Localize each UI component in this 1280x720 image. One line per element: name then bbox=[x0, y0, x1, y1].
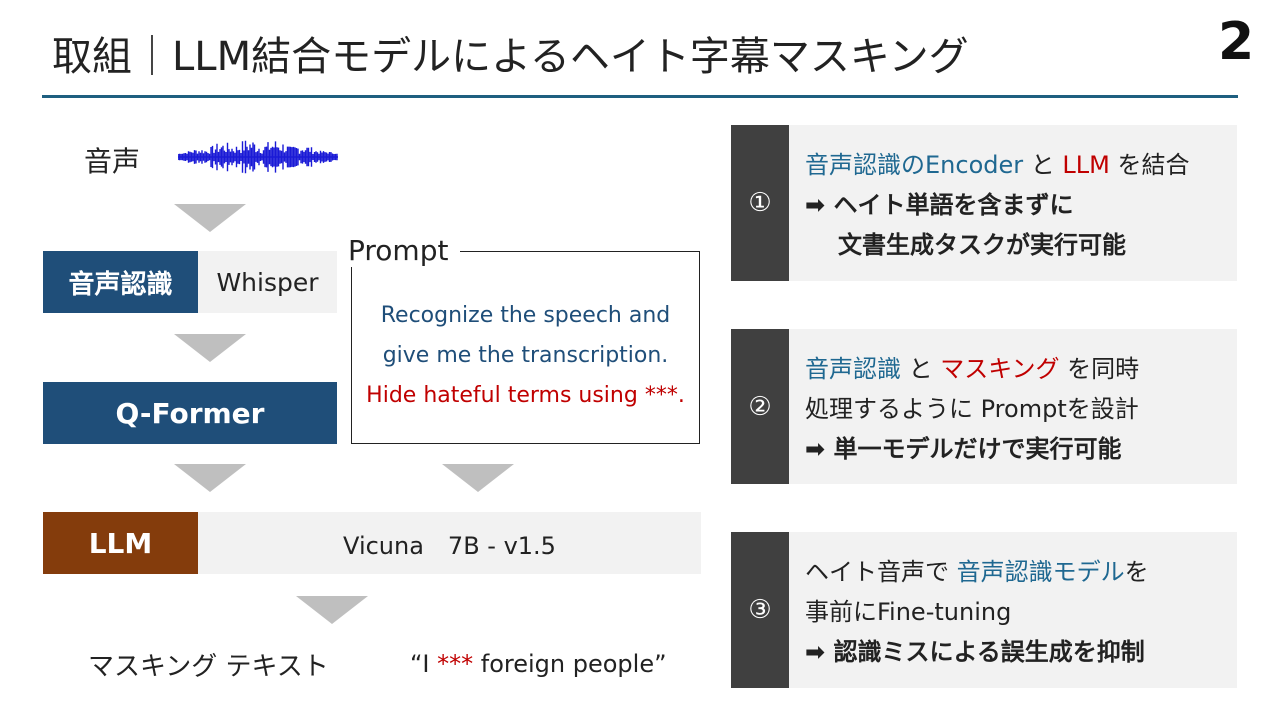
asr-model-name: Whisper bbox=[198, 251, 337, 313]
card-line-1: 音声認識のEncoder と LLM を結合 bbox=[805, 145, 1237, 185]
card-body: 音声認識のEncoder と LLM を結合 ➡ ヘイト単語を含まずに 文書生成… bbox=[789, 125, 1237, 281]
down-triangle-icon bbox=[174, 334, 246, 362]
plain-text: を同時 bbox=[1059, 355, 1140, 383]
masked-token: *** bbox=[437, 650, 474, 678]
card-number: ③ bbox=[731, 532, 789, 688]
card-line-2: ➡ ヘイト単語を含まずに bbox=[805, 191, 1074, 219]
masked-output-example: “I *** foreign people” bbox=[410, 650, 667, 678]
plain-text: と bbox=[901, 355, 941, 383]
down-triangle-icon bbox=[174, 204, 246, 232]
llm-model-name: Vicuna 7B - v1.5 bbox=[198, 512, 701, 574]
highlight-term: LLM bbox=[1062, 151, 1110, 179]
highlight-term: 音声認識モデル bbox=[956, 558, 1125, 586]
card-line-2: 処理するように Promptを設計 bbox=[805, 395, 1139, 423]
down-triangle-icon bbox=[442, 464, 514, 492]
highlight-term: マスキング bbox=[940, 355, 1060, 383]
prompt-box bbox=[351, 251, 700, 444]
masked-output-rest: foreign people” bbox=[473, 650, 667, 678]
card-line-1: 音声認識 と マスキング を同時 bbox=[805, 349, 1237, 389]
plain-text: ヘイト音声で bbox=[805, 558, 957, 586]
highlight-term: 音声認識 bbox=[805, 355, 901, 383]
down-triangle-icon bbox=[296, 596, 368, 624]
card-3: ③ ヘイト音声で 音声認識モデルを 事前にFine-tuning ➡ 認識ミスに… bbox=[731, 532, 1237, 688]
audio-waveform-icon bbox=[178, 140, 338, 174]
card-line-1: ヘイト音声で 音声認識モデルを bbox=[805, 552, 1237, 592]
card-body: ヘイト音声で 音声認識モデルを 事前にFine-tuning ➡ 認識ミスによる… bbox=[789, 532, 1237, 688]
prompt-line-2: give me the transcription. bbox=[382, 343, 669, 368]
card-2: ② 音声認識 と マスキング を同時 処理するように Promptを設計 ➡ 単… bbox=[731, 329, 1237, 484]
card-line-3: ➡ 認識ミスによる誤生成を抑制 bbox=[805, 638, 1145, 666]
plain-text: を結合 bbox=[1109, 151, 1190, 179]
down-triangle-icon bbox=[174, 464, 246, 492]
prompt-line-3: Hide hateful terms using ***. bbox=[366, 383, 685, 408]
page-number: 2 bbox=[1218, 12, 1255, 72]
card-number: ① bbox=[731, 125, 789, 281]
plain-text: を bbox=[1124, 558, 1149, 586]
card-body: 音声認識 と マスキング を同時 処理するように Promptを設計 ➡ 単一モ… bbox=[789, 329, 1237, 484]
card-line-2: 事前にFine-tuning bbox=[805, 598, 1012, 626]
qformer-box: Q-Former bbox=[43, 382, 337, 444]
masked-output-open: “I bbox=[410, 650, 438, 678]
card-line-3: 文書生成タスクが実行可能 bbox=[838, 231, 1126, 259]
prompt-line-1: Recognize the speech and bbox=[380, 303, 671, 328]
card-1: ① 音声認識のEncoder と LLM を結合 ➡ ヘイト単語を含まずに 文書… bbox=[731, 125, 1237, 281]
audio-label: 音声 bbox=[84, 145, 141, 178]
masking-text-label: マスキング テキスト bbox=[88, 652, 329, 682]
plain-text: と bbox=[1023, 151, 1063, 179]
prompt-text: Recognize the speech and give me the tra… bbox=[351, 296, 700, 416]
card-number: ② bbox=[731, 329, 789, 484]
page-title: 取組｜LLM結合モデルによるヘイト字幕マスキング bbox=[52, 34, 969, 80]
prompt-label: Prompt bbox=[344, 234, 461, 267]
asr-box: 音声認識 bbox=[43, 251, 198, 313]
card-line-3: ➡ 単一モデルだけで実行可能 bbox=[805, 435, 1122, 463]
title-divider bbox=[42, 95, 1238, 98]
highlight-term: 音声認識のEncoder bbox=[805, 151, 1024, 179]
llm-box: LLM bbox=[43, 512, 198, 574]
